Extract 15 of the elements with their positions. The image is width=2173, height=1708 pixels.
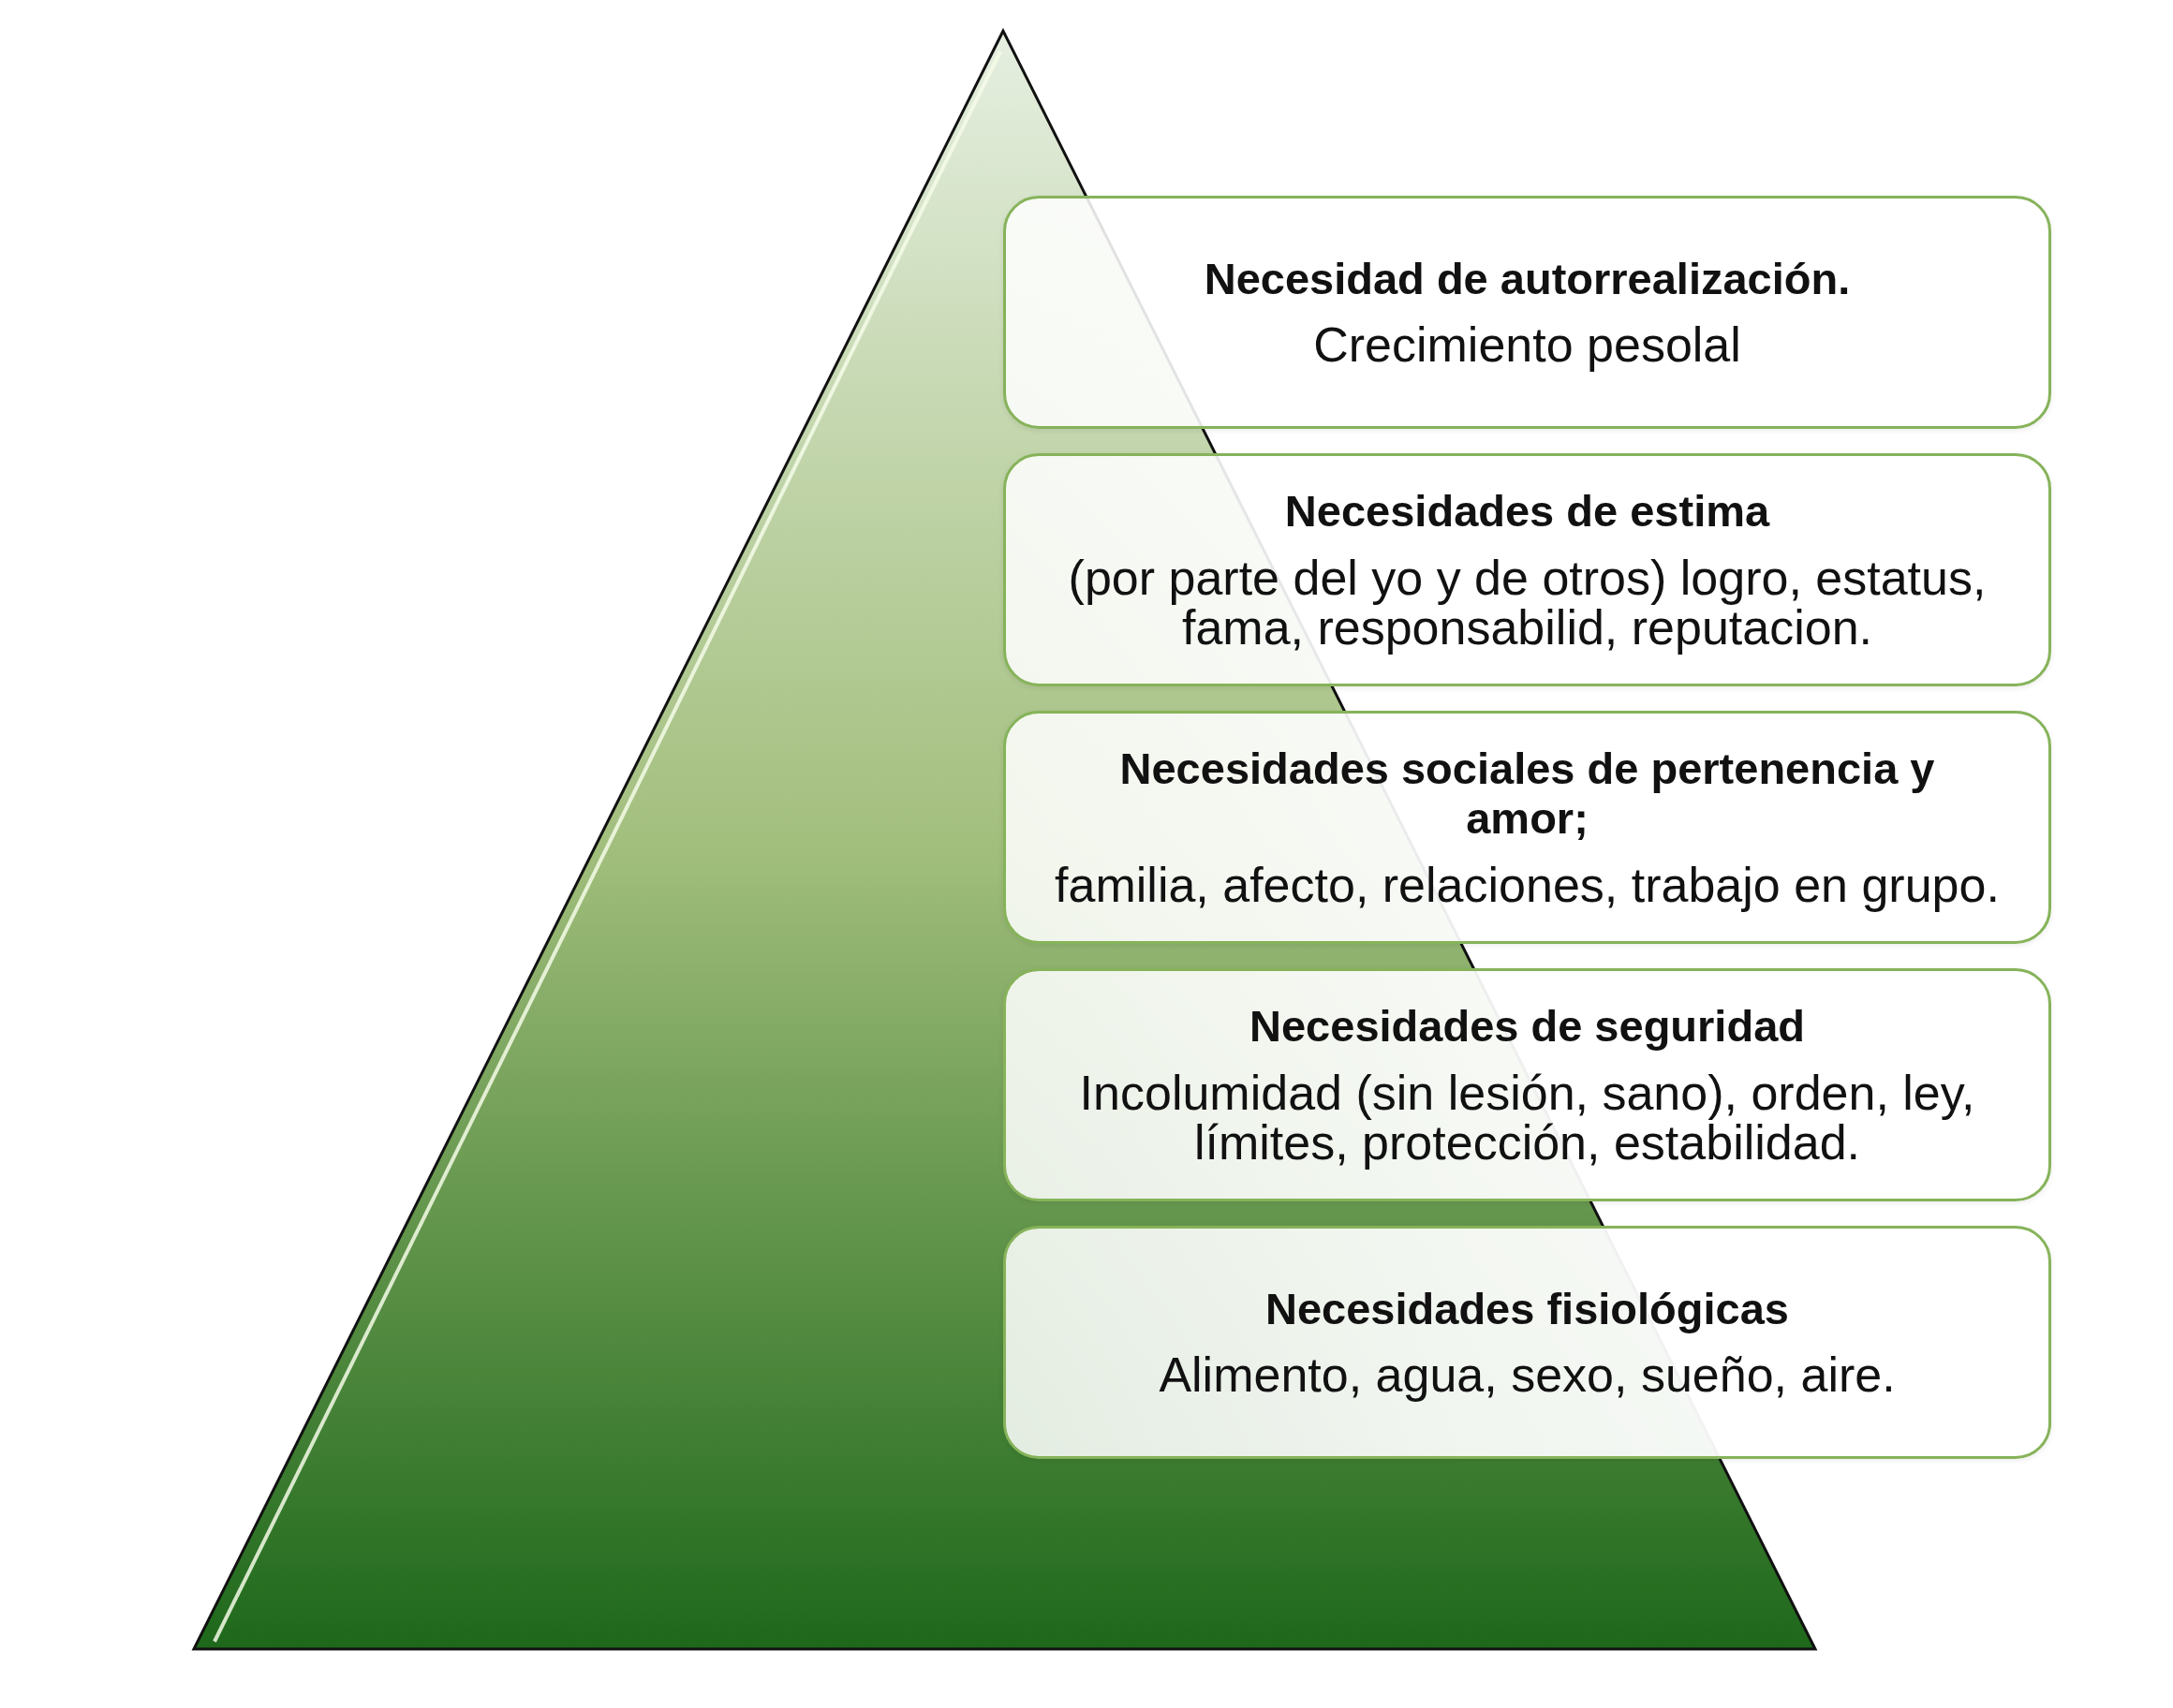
box-heading: Necesidades de estima [1284, 487, 1770, 537]
box-description: Incolumidad (sin lesión, sano), orden, ley, límites, protección, estabilidad. [1078, 1068, 1976, 1168]
need-box [1003, 1226, 2051, 1459]
box-description: Crecimiento pesolal [1313, 320, 1741, 371]
need-box [1003, 711, 2051, 944]
box-heading: Necesidades fisiológicas [1265, 1284, 1789, 1334]
need-box [1003, 453, 2051, 686]
need-box [1003, 196, 2051, 429]
box-heading: Necesidad de autorrealización. [1204, 254, 1851, 304]
box-heading: Necesidades sociales de pertenencia y amor; [1118, 744, 1936, 844]
box-heading: Necesidades de seguridad [1249, 1002, 1805, 1052]
need-box [1003, 968, 2051, 1201]
box-description: familia, afecto, relaciones, trabajo en grupo. [1055, 860, 2000, 910]
box-description: (por parte del yo y de otros) logro, estatus, fama, responsabilid, reputacion. [1067, 552, 1988, 653]
box-description: Alimento, agua, sexo, sueño, aire. [1159, 1350, 1896, 1401]
